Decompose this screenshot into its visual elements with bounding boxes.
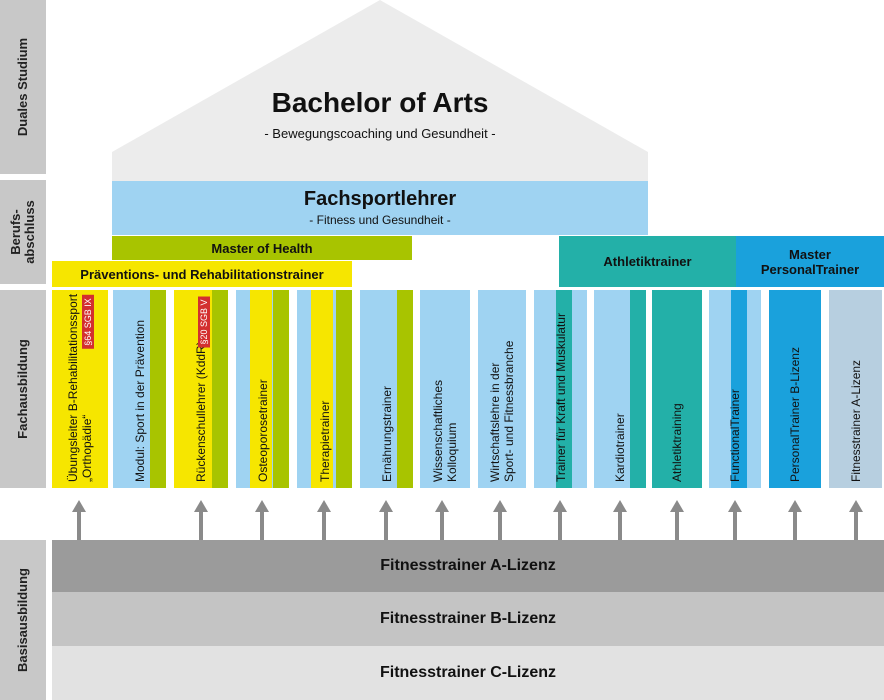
column-label: Athletiktraining [670, 403, 684, 482]
column-label: Modul: Sport in der Prävention [132, 319, 147, 482]
arrow-head [317, 500, 331, 512]
column-accent [273, 290, 289, 488]
column-14: Fitnesstrainer A-Lizenz [829, 290, 882, 488]
column-label: Osteoporosetrainer [255, 379, 270, 482]
column-label: Trainer für Kraft und Muskulatur [553, 313, 568, 482]
arrow-head [670, 500, 684, 512]
athletiktrainer-label: Athletiktrainer [603, 254, 692, 269]
column-accent [630, 290, 646, 488]
fachsportlehrer-title: Fachsportlehrer [303, 188, 457, 210]
side-label-basisausbildung: Basisausbildung [0, 540, 46, 700]
arrow-head [255, 500, 269, 512]
athletiktrainer-bar: Athletiktrainer [559, 236, 736, 287]
column-12: FunctionalTrainer [709, 290, 761, 488]
column-inner-fill [311, 290, 333, 488]
column-label: Therapietrainer [317, 400, 332, 482]
praevention-label: Präventions- und Rehabilitationstrainer [80, 266, 324, 282]
column-11: Athletiktraining [652, 290, 702, 488]
arrow-head [788, 500, 802, 512]
column-accent [731, 290, 747, 488]
lizenz-b-label: Fitnesstrainer B-Lizenz [379, 610, 557, 627]
legal-badge: §20 SGB V [198, 296, 210, 348]
column-13: PersonalTrainer B-Lizenz [769, 290, 821, 488]
lizenz-c-label: Fitnesstrainer C-Lizenz [379, 664, 557, 681]
column-8: Wirtschaftslehre in der Sport- und Fitne… [478, 290, 526, 488]
column-4: Osteoporosetrainer [236, 290, 289, 488]
fachsportlehrer-bar: Fachsportlehrer - Fitness und Gesundheit… [112, 181, 648, 235]
roof-title: Bachelor of Arts [271, 87, 489, 118]
arrow-head [613, 500, 627, 512]
column-2: Modul: Sport in der Prävention [113, 290, 166, 488]
arrow-head [435, 500, 449, 512]
master-of-health-label: Master of Health [211, 240, 313, 256]
column-accent [150, 290, 166, 488]
lizenz-a-bar: Fitnesstrainer A-Lizenz [52, 540, 884, 592]
column-inner-fill [250, 290, 272, 488]
arrow-head [194, 500, 208, 512]
column-label: Ernährungstrainer [379, 385, 394, 482]
legal-badge: §64 SGB IX [82, 295, 94, 349]
master-of-health-bar: Master of Health [112, 236, 412, 260]
column-accent [336, 290, 352, 488]
arrow-head [72, 500, 86, 512]
column-label: Fitnesstrainer A-Lizenz [848, 359, 863, 482]
roof-subtitle: - Bewegungscoaching und Gesundheit - [264, 126, 496, 141]
side-label-studium: Duales Studium [0, 0, 46, 174]
lizenz-b-bar: Fitnesstrainer B-Lizenz [52, 592, 884, 646]
side-label-fachausbildung: Fachausbildung [0, 290, 46, 488]
master-personaltrainer-bar: Master PersonalTrainer [736, 236, 884, 287]
arrow-head [493, 500, 507, 512]
arrow-head [728, 500, 742, 512]
column-label: Kardiotrainer [613, 413, 627, 482]
column-label: FunctionalTrainer [728, 389, 742, 482]
column-10: Kardiotrainer [594, 290, 646, 488]
arrow-head [553, 500, 567, 512]
column-5: Therapietrainer [297, 290, 352, 488]
column-label: Wissenschaftliches Kolloquium [431, 379, 459, 482]
arrow-head [379, 500, 393, 512]
column-accent [212, 290, 228, 488]
arrow-head [849, 500, 863, 512]
column-6: Ernährungstrainer [360, 290, 413, 488]
column-label: PersonalTrainer B-Lizenz [788, 347, 802, 482]
column-3: Rückenschullehrer (KddR)§20 SGB V [174, 290, 228, 488]
fachsportlehrer-subtitle: - Fitness und Gesundheit - [309, 213, 451, 227]
column-accent [397, 290, 413, 488]
column-7: Wissenschaftliches Kolloquium [420, 290, 470, 488]
side-label-berufsabschluss: Berufs- abschluss [0, 180, 46, 284]
lizenz-c-bar: Fitnesstrainer C-Lizenz [52, 646, 884, 700]
lizenz-a-label: Fitnesstrainer A-Lizenz [380, 557, 556, 574]
master-personaltrainer-label: Master PersonalTrainer [760, 246, 860, 277]
column-9: Trainer für Kraft und Muskulatur [534, 290, 587, 488]
column-label: Wirtschaftslehre in der Sport- und Fitne… [488, 340, 516, 482]
praevention-bar: Präventions- und Rehabilitationstrainer [52, 261, 352, 287]
column-1: Übungsleiter B-Rehabilitationssport „Ort… [52, 290, 108, 488]
roof-shape [112, 0, 648, 182]
column-accent [556, 290, 572, 488]
